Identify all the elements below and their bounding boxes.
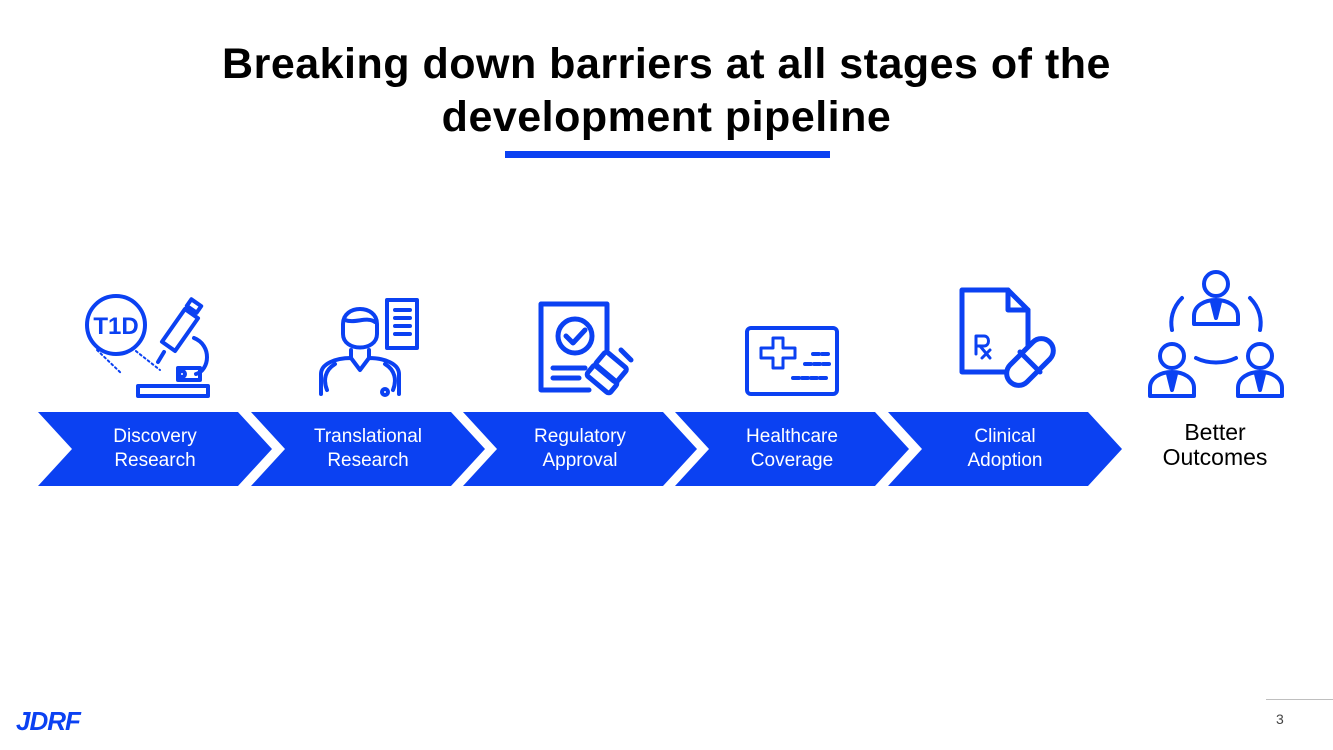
stage-arrow-clinical-adoption: Clinical Adoption: [888, 412, 1122, 486]
t1d-badge: T1D: [93, 313, 138, 340]
stage-arrow-discovery-research: Discovery Research: [38, 412, 272, 486]
page-number: 3: [1276, 711, 1284, 727]
microscope-icon: T1D: [82, 290, 217, 400]
stage-arrow-translational-research: Translational Research: [251, 412, 485, 486]
page-number-divider: [1266, 699, 1333, 700]
title-underline: [505, 151, 830, 158]
doctor-icon: [315, 294, 425, 398]
stage-label: Discovery Research: [113, 426, 197, 471]
better-outcomes-label: Better Outcomes: [1162, 419, 1268, 470]
prescription-pill-icon: [958, 286, 1060, 398]
stage-label: Clinical Adoption: [967, 426, 1043, 471]
stage-label: Healthcare Coverage: [746, 426, 838, 471]
stage-label: Translational Research: [313, 426, 423, 471]
jdrf-logo: JDRF: [16, 706, 81, 736]
people-network-icon: [1146, 266, 1286, 402]
stage-label: Regulatory Approval: [534, 426, 626, 471]
slide-title-line-2: development pipeline: [441, 93, 892, 141]
stage-arrow-regulatory-approval: Regulatory Approval: [463, 412, 697, 486]
slide-title-line-1: Breaking down barriers at all stages of …: [222, 40, 1111, 88]
stage-arrow-healthcare-coverage: Healthcare Coverage: [675, 412, 909, 486]
approval-stamp-icon: [535, 300, 640, 402]
slide-title: Breaking down barriers at all stages of …: [0, 38, 1333, 144]
insurance-card-icon: [743, 324, 841, 398]
